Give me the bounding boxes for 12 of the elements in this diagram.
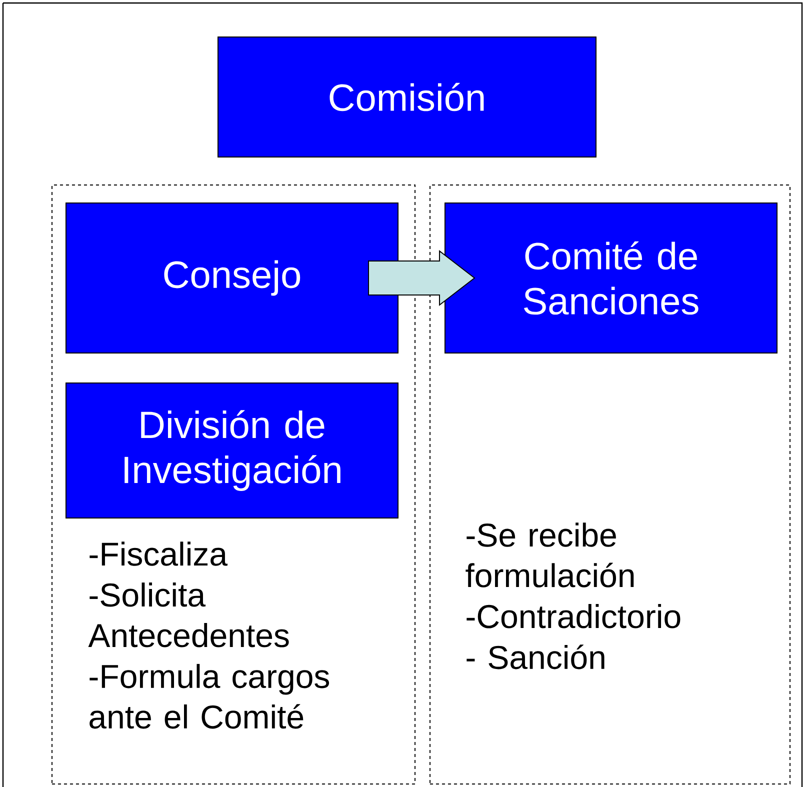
process-box: Consejo xyxy=(66,202,398,354)
bullet-text: -Solicita Antecedentes xyxy=(88,582,289,648)
process-box: Comisión xyxy=(218,36,596,158)
process-box: División de Investigación xyxy=(66,382,398,518)
dashed-frame xyxy=(430,184,790,784)
dashed-frame xyxy=(52,184,416,784)
bullet-text: - Sanción xyxy=(466,644,604,670)
bullet-text: -Formula cargos ante el Comité xyxy=(90,664,330,729)
block-arrow xyxy=(368,250,476,306)
bullet-text: -Contradictorio xyxy=(466,604,680,628)
process-box: Comité de Sanciones xyxy=(444,202,778,354)
bullet-text: -Se recibe formulación xyxy=(466,522,634,588)
